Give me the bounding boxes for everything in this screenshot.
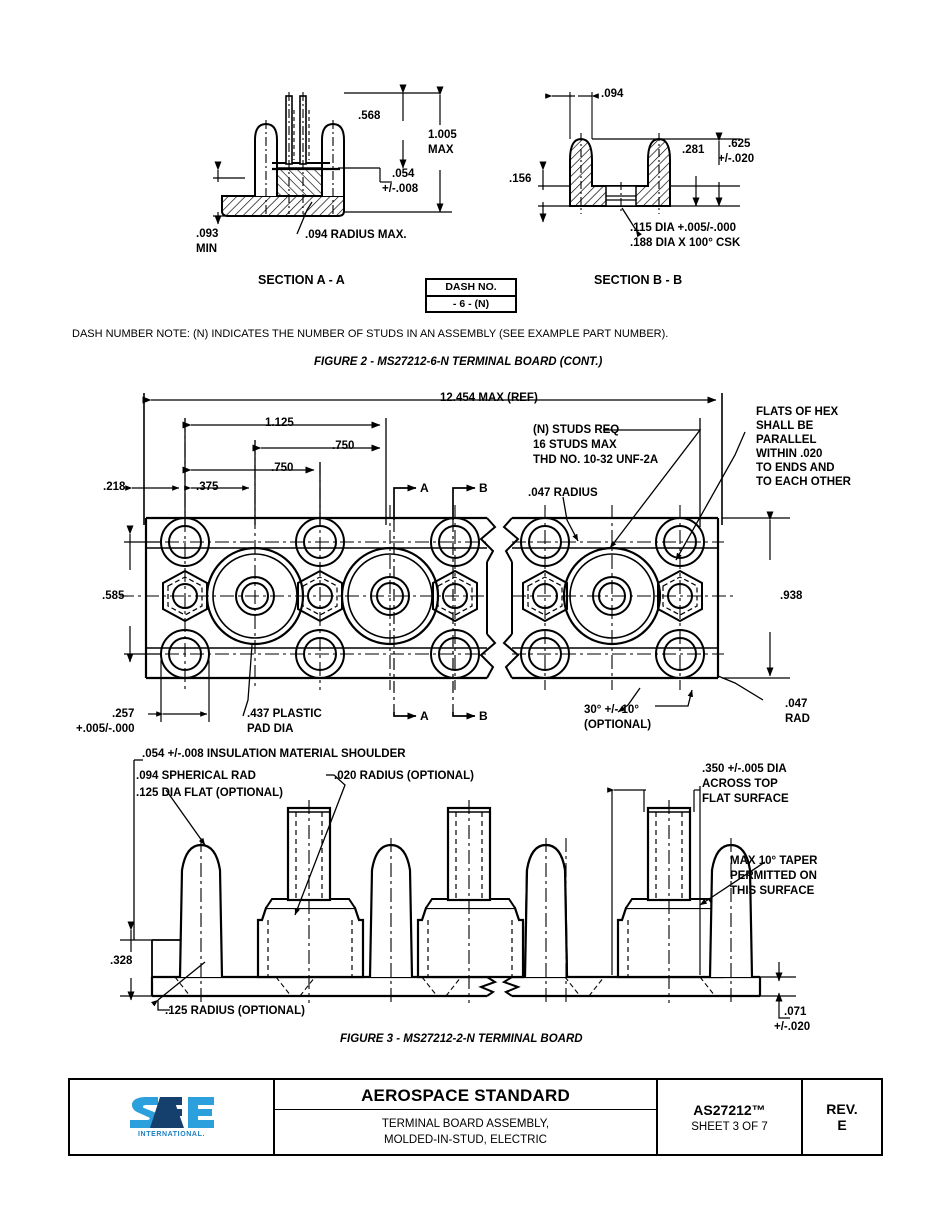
callout-115-dia: .115 DIA +.005/-.000 — [630, 222, 737, 234]
callout-max-taper: MAX 10° TAPER — [730, 855, 818, 867]
callout-flats-hex-6: TO EACH OTHER — [756, 476, 851, 488]
dim-054-tol: +/-.008 — [382, 183, 419, 195]
callout-insulation-shoulder: .054 +/-.008 INSULATION MATERIAL SHOULDE… — [142, 748, 406, 760]
dim-750-upper: .750 — [332, 440, 355, 452]
dim-071: .071 — [784, 1006, 807, 1018]
dim-071-tol: +/-.020 — [774, 1021, 811, 1033]
dim-093-min: MIN — [196, 243, 218, 255]
section-bb-label: SECTION B - B — [594, 273, 683, 287]
title-block-logo-cell: INTERNATIONAL. — [70, 1080, 275, 1154]
callout-188-dia-csk: .188 DIA X 100° CSK — [630, 237, 741, 249]
subtitle-line-2: MOLDED-IN-STUD, ELECTRIC — [384, 1133, 547, 1146]
figure2-caption: FIGURE 2 - MS27212-6-N TERMINAL BOARD (C… — [314, 356, 603, 368]
callout-flats-hex-2: SHALL BE — [756, 420, 814, 432]
section-mark-a-bottom: A — [420, 709, 429, 723]
title-block-doc-cell: AS27212™ SHEET 3 OF 7 — [658, 1080, 803, 1154]
callout-047-radius: .047 RADIUS — [528, 487, 598, 499]
dim-257-tol: +.005/-.000 — [76, 723, 135, 735]
section-bb-geometry — [538, 92, 740, 238]
title-block-title-cell: AEROSPACE STANDARD TERMINAL BOARD ASSEMB… — [275, 1080, 658, 1154]
dim-257: .257 — [112, 708, 135, 720]
title-block-rev-cell: REV. E — [803, 1080, 881, 1154]
dim-218: .218 — [103, 481, 126, 493]
dim-281: .281 — [682, 144, 705, 156]
callout-flats-hex-1: FLATS OF HEX — [756, 406, 839, 418]
callout-plastic-pad-1: .437 PLASTIC — [247, 708, 322, 720]
dim-094: .094 — [601, 88, 624, 100]
sheet-number: SHEET 3 OF 7 — [691, 1120, 768, 1133]
callout-350-dia: .350 +/-.005 DIA — [702, 763, 787, 775]
dim-585: .585 — [102, 590, 125, 602]
figure3-caption: FIGURE 3 - MS27212-2-N TERMINAL BOARD — [340, 1033, 583, 1045]
section-aa-label: SECTION A - A — [258, 273, 345, 287]
callout-plastic-pad-2: PAD DIA — [247, 723, 294, 735]
dim-156: .156 — [509, 173, 532, 185]
callout-taper-permitted: PERMITTED ON — [730, 870, 817, 882]
callout-spherical-rad: .094 SPHERICAL RAD — [136, 770, 256, 782]
title-block-divider — [275, 1108, 656, 1110]
dim-1125: 1.125 — [265, 417, 294, 429]
sae-logo-mark — [129, 1097, 214, 1128]
dim-625-tol: +/-.020 — [718, 153, 755, 165]
title-block: INTERNATIONAL. AEROSPACE STANDARD TERMIN… — [68, 1078, 883, 1156]
dim-1005-max: MAX — [428, 144, 454, 156]
dim-054: .054 — [392, 168, 415, 180]
dim-375: .375 — [196, 481, 219, 493]
dim-1005: 1.005 — [428, 129, 457, 141]
dash-number-table: DASH NO. - 6 - (N) — [425, 278, 517, 313]
callout-thread-spec: THD NO. 10-32 UNF-2A — [533, 454, 659, 466]
title-block-subtitle: TERMINAL BOARD ASSEMBLY, MOLDED-IN-STUD,… — [382, 1110, 549, 1148]
revision-value: E — [837, 1117, 847, 1133]
dim-093: .093 — [196, 228, 219, 240]
sae-logo: INTERNATIONAL. — [128, 1096, 216, 1138]
callout-across-top: ACROSS TOP — [702, 778, 778, 790]
section-mark-b-bottom: B — [479, 709, 488, 723]
dash-table-header: DASH NO. — [427, 280, 515, 297]
dim-047-rad-unit: RAD — [785, 713, 810, 725]
aerospace-standard-heading: AEROSPACE STANDARD — [361, 1085, 570, 1105]
callout-studs-req: (N) STUDS REQ — [533, 424, 620, 436]
callout-125-radius: .125 RADIUS (OPTIONAL) — [165, 1005, 305, 1017]
callout-taper-surface: THIS SURFACE — [730, 885, 815, 897]
dim-overall-12454: 12.454 MAX (REF) — [440, 392, 538, 404]
callout-flat-surface: FLAT SURFACE — [702, 793, 789, 805]
dash-table-value: - 6 - (N) — [452, 297, 490, 310]
callout-094-radius-max: .094 RADIUS MAX. — [305, 229, 407, 241]
dim-328: .328 — [110, 955, 133, 967]
dim-938: .938 — [780, 590, 803, 602]
callout-angle-30deg: 30° +/- 10° — [584, 704, 639, 716]
revision-label: REV. — [826, 1101, 858, 1117]
section-aa-geometry — [213, 84, 452, 235]
dash-number-note: DASH NUMBER NOTE: (N) INDICATES THE NUMB… — [72, 328, 669, 340]
elevation-view-geometry — [120, 759, 796, 1019]
callout-dia-flat: .125 DIA FLAT (OPTIONAL) — [136, 787, 283, 799]
section-mark-b-top: B — [479, 481, 488, 495]
plan-view-geometry — [120, 393, 790, 722]
subtitle-line-1: TERMINAL BOARD ASSEMBLY, — [381, 1117, 550, 1130]
section-mark-a-top: A — [420, 481, 429, 495]
callout-flats-hex-4: WITHIN .020 — [756, 448, 823, 460]
callout-flats-hex-3: PARALLEL — [756, 434, 817, 446]
dim-047-rad: .047 — [785, 698, 808, 710]
dim-625: .625 — [728, 138, 751, 150]
callout-020-radius: .020 RADIUS (OPTIONAL) — [334, 770, 474, 782]
callout-flats-hex-5: TO ENDS AND — [756, 462, 835, 474]
callout-studs-max: 16 STUDS MAX — [533, 439, 617, 451]
dim-750-lower: .750 — [271, 462, 294, 474]
dim-568: .568 — [358, 110, 381, 122]
callout-angle-optional: (OPTIONAL) — [584, 719, 652, 731]
document-number: AS27212™ — [693, 1101, 766, 1118]
sae-logo-subtext: INTERNATIONAL. — [138, 1131, 205, 1138]
